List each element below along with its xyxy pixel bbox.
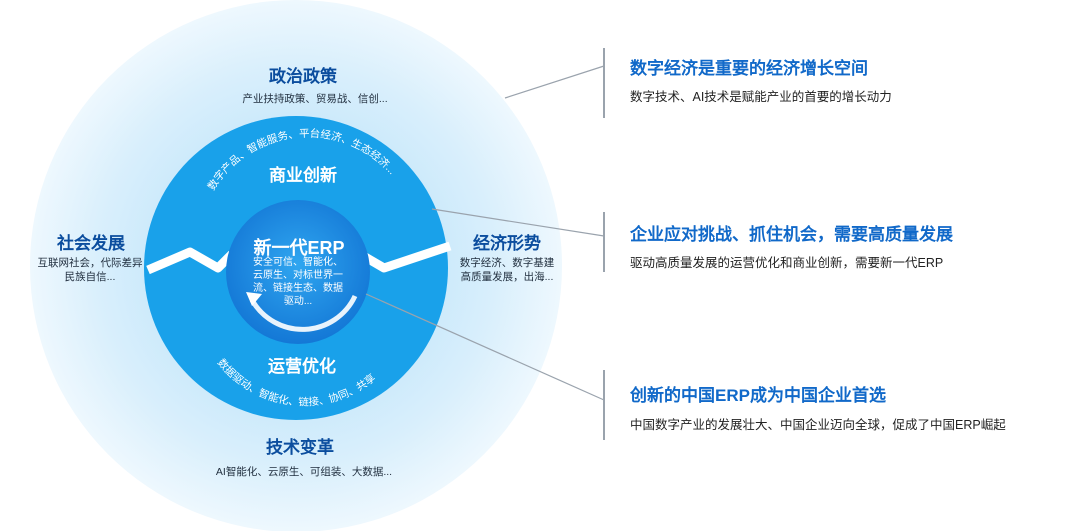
outer-left-sub-1: 互联网社会，代际差异 — [37, 257, 143, 269]
middle-top-title: 商业创新 — [269, 166, 337, 185]
outer-top-sub: 产业扶持政策、贸易战、信创... — [242, 93, 388, 105]
callout-2-title: 企业应对挑战、抓住机会，需要高质量发展 — [630, 225, 953, 244]
connector-1 — [504, 65, 605, 99]
cycle-arrowhead — [246, 292, 262, 306]
outer-left-title: 社会发展 — [57, 234, 125, 253]
callout-2-text: 驱动高质量发展的运营优化和商业创新，需要新一代ERP — [630, 256, 944, 270]
outer-bottom-sub: AI智能化、云原生、可组装、大数据... — [215, 466, 393, 478]
outer-left-sub-2: 民族自信... — [64, 271, 116, 283]
core-line-3: 流、链接生态、数据 — [253, 283, 343, 294]
core-circle — [226, 200, 370, 344]
middle-bottom-title: 运营优化 — [268, 357, 336, 376]
connector-2 — [431, 208, 605, 237]
core-line-4: 驱动... — [283, 296, 313, 307]
core-title: 新一代ERP — [253, 238, 345, 258]
wave-band — [146, 241, 452, 275]
outer-top-title: 政治政策 — [269, 67, 337, 86]
outer-right-sub-2: 高质量发展，出海... — [460, 271, 554, 283]
connector-3 — [365, 293, 605, 401]
outer-bottom-title: 技术变革 — [266, 438, 334, 457]
outer-right-title: 经济形势 — [473, 234, 541, 253]
callout-1-text: 数字技术、AI技术是赋能产业的首要的增长动力 — [630, 90, 892, 104]
callout-1-title: 数字经济是重要的经济增长空间 — [630, 59, 868, 78]
core-line-2: 云原生、对标世界一 — [253, 270, 343, 281]
outer-right-sub-1: 数字经济、数字基建 — [459, 257, 555, 269]
callout-3-title: 创新的中国ERP成为中国企业首选 — [630, 386, 886, 405]
callout-3-text: 中国数字产业的发展壮大、中国企业迈向全球，促成了中国ERP崛起 — [630, 418, 1006, 432]
core-line-1: 安全可信、智能化、 — [253, 257, 343, 268]
cycle-arrow — [249, 294, 358, 332]
